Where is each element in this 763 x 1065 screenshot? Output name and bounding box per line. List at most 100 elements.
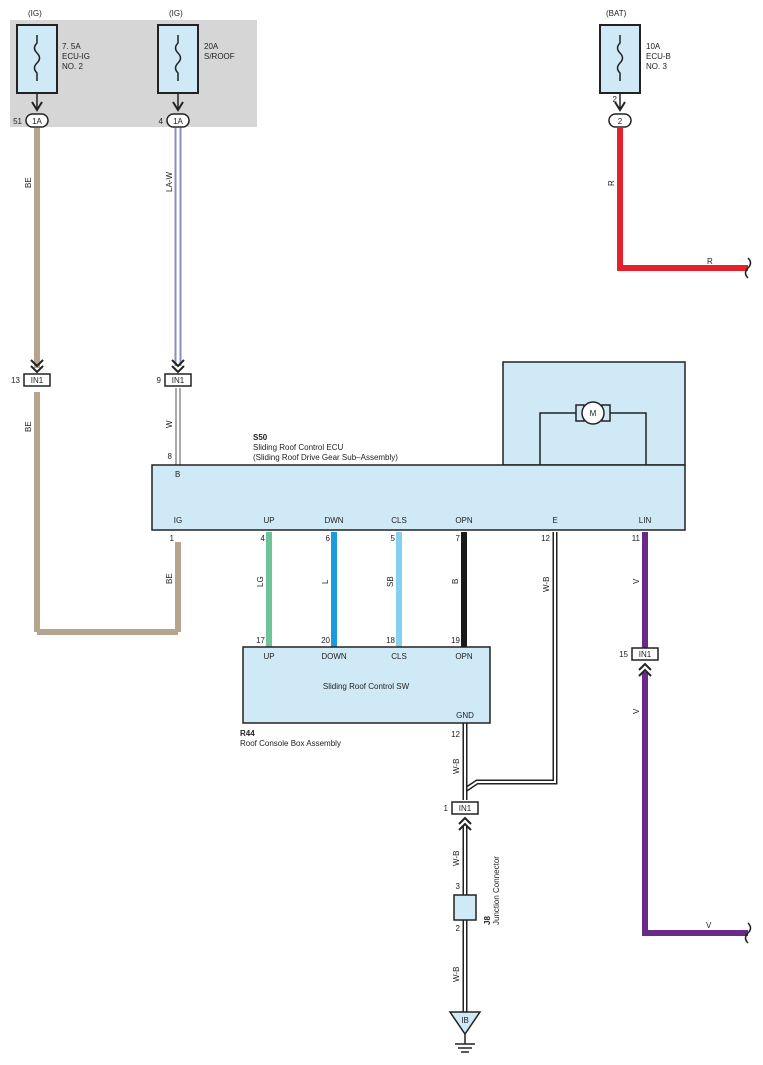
wire-label-v-horiz: V <box>706 921 712 930</box>
switch-pin-up: 17 <box>256 636 265 645</box>
ecu-terminal-opn: OPN <box>455 516 473 525</box>
ecu-pin-lin: 11 <box>632 534 641 543</box>
in1-connector-left: IN1 <box>23 359 51 387</box>
in1-connector-right: IN1 <box>631 647 659 677</box>
connector-2-right: 2 <box>608 113 632 128</box>
connector-label: 2 <box>618 117 623 126</box>
wire-label-l: L <box>321 579 330 584</box>
in1-pin: 1 <box>444 804 449 813</box>
arrow-icon <box>172 101 184 112</box>
double-arrow-up-icon <box>638 662 652 677</box>
ecu-terminal-lin: LIN <box>639 516 652 525</box>
fuse3-supply: (BAT) <box>606 9 627 18</box>
ecu-box <box>151 464 686 531</box>
fuse2-rating: 20A <box>204 42 219 51</box>
fuse3-name2: NO. 3 <box>646 62 667 71</box>
fuse1-supply: (IG) <box>28 9 42 18</box>
connector-pin: 51 <box>13 117 22 126</box>
wire-label-w: W <box>165 420 174 428</box>
fuse2-name1: S/ROOF <box>204 52 235 61</box>
wire-label-b: B <box>451 579 460 584</box>
in1-label: IN1 <box>172 376 185 385</box>
fuse-s-roof <box>157 24 199 112</box>
ecu-pin-dwn: 6 <box>326 534 331 543</box>
connector-label: 1A <box>173 117 183 126</box>
wire-label-law: LA-W <box>165 172 174 192</box>
in1-pin: 9 <box>157 376 162 385</box>
double-arrow-up-icon <box>458 816 472 831</box>
ecu-top-pin-label: B <box>175 470 180 479</box>
junction-name: Junction Connector <box>492 856 501 925</box>
ecu-terminal-cls: CLS <box>391 516 407 525</box>
junction-pin-bottom: 2 <box>456 924 461 933</box>
ecu-terminal-ig: IG <box>174 516 182 525</box>
fuse1-name2: NO. 2 <box>62 62 83 71</box>
wire-label-wb-bot: W-B <box>452 967 461 982</box>
motor-label: M <box>590 409 597 418</box>
wire-label-v-low: V <box>632 708 641 714</box>
junction-code: J8 <box>483 916 492 925</box>
junction-pin-top: 3 <box>456 882 461 891</box>
switch-terminal-down: DOWN <box>321 652 347 661</box>
in1-pin: 13 <box>11 376 20 385</box>
double-arrow-icon <box>171 359 185 374</box>
switch-code: R44 <box>240 729 255 738</box>
ground-label: IB <box>461 1016 469 1025</box>
switch-terminal-up: UP <box>263 652 274 661</box>
switch-title: Sliding Roof Control SW <box>323 682 410 691</box>
wire-label-lg: LG <box>256 576 265 587</box>
fuse-icon <box>174 35 182 81</box>
ecu-terminal-dwn: DWN <box>324 516 343 525</box>
wire-label-wb-e: W-B <box>542 577 551 592</box>
wire-v-low <box>642 672 748 936</box>
ecu-name: Sliding Roof Control ECU <box>253 443 343 452</box>
ecu-pin-ig: 1 <box>170 534 175 543</box>
switch-box <box>242 646 491 724</box>
ground-symbol: IB <box>448 1011 482 1053</box>
switch-terminal-cls: CLS <box>391 652 407 661</box>
wire-r <box>617 128 748 271</box>
connector-1a-left: 1A <box>25 113 49 128</box>
connector-label: 1A <box>32 117 42 126</box>
wire-label-sb: SB <box>386 576 395 587</box>
wire-label-be-low: BE <box>165 573 174 584</box>
ecu-pin-e: 12 <box>541 534 550 543</box>
switch-pin-down: 20 <box>321 636 330 645</box>
switch-gnd-label: GND <box>456 711 474 720</box>
fuse3-name1: ECU-B <box>646 52 671 61</box>
in1-connector-bottom: IN1 <box>451 801 479 831</box>
arrow-icon <box>31 101 43 112</box>
switch-pin-opn: 19 <box>451 636 460 645</box>
arrow-icon <box>614 101 626 112</box>
fuse-ecu-ig-no2 <box>16 24 58 112</box>
ecu-pin-cls: 5 <box>391 534 396 543</box>
wire-label-r-horiz: R <box>707 257 713 266</box>
fuse1-name1: ECU-IG <box>62 52 90 61</box>
wire-label-be-mid: BE <box>24 421 33 432</box>
connector-pin: 4 <box>159 117 164 126</box>
double-arrow-icon <box>30 359 44 374</box>
fuse1-rating: 7. 5A <box>62 42 81 51</box>
ecu-code: S50 <box>253 433 268 442</box>
in1-label: IN1 <box>31 376 44 385</box>
in1-label: IN1 <box>639 650 652 659</box>
motor-icon: M <box>575 401 611 425</box>
connector-1a-mid: 1A <box>166 113 190 128</box>
wire-break-r <box>744 257 752 279</box>
wire-label-v-top: V <box>632 578 641 584</box>
ecu-subname: (Sliding Roof Drive Gear Sub–Assembly) <box>253 453 398 462</box>
connector-pin: 2 <box>613 95 618 104</box>
ecu-pin-opn: 7 <box>456 534 461 543</box>
wire-label-wb-gnd: W-B <box>452 759 461 774</box>
wire-break-v <box>744 922 752 944</box>
fuse-icon <box>33 35 41 81</box>
ecu-pin-up: 4 <box>261 534 266 543</box>
in1-connector-mid: IN1 <box>164 359 192 387</box>
fuse-ecu-b-no3 <box>599 24 641 112</box>
ecu-terminal-e: E <box>552 516 557 525</box>
switch-gnd-pin: 12 <box>451 730 460 739</box>
wire-label-r-vert: R <box>607 180 616 186</box>
switch-pin-cls: 18 <box>386 636 395 645</box>
switch-name: Roof Console Box Assembly <box>240 739 341 748</box>
